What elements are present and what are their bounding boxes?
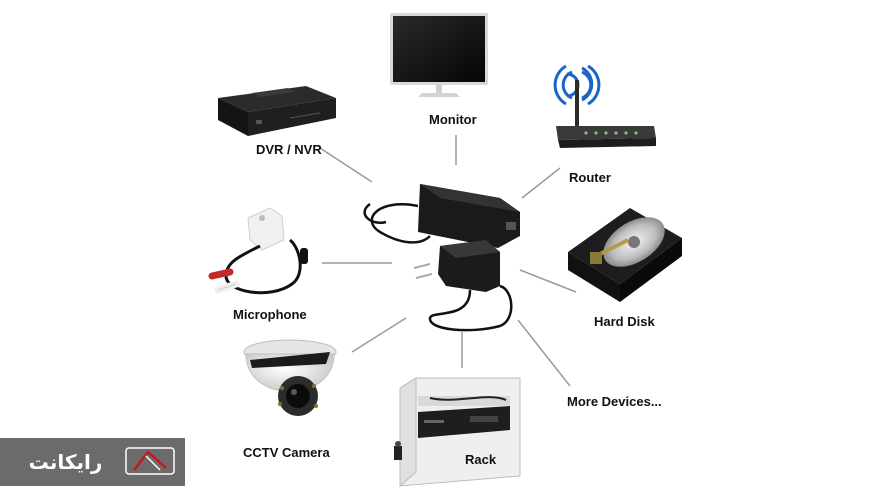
power-adapter-small-icon: [413, 240, 513, 332]
line-to-router: [521, 167, 561, 199]
label-microphone: Microphone: [233, 307, 307, 322]
logo-mark-icon: [125, 447, 175, 475]
label-hard-disk: Hard Disk: [594, 314, 655, 329]
hard-disk-icon: [568, 208, 682, 302]
line-to-cctv: [351, 317, 407, 353]
line-to-hard-disk: [519, 269, 577, 293]
connector-lines: [319, 135, 577, 387]
label-rack: Rack: [465, 452, 497, 467]
label-more-devices: More Devices...: [567, 394, 662, 409]
router-icon: [553, 64, 656, 148]
raykanet-logo: رایکانت: [0, 438, 185, 486]
label-router: Router: [569, 170, 611, 185]
line-to-more-devices: [517, 319, 571, 387]
dvr-nvr-icon: [218, 86, 336, 136]
microphone-icon: [208, 207, 308, 295]
cctv-camera-icon: [243, 339, 337, 416]
monitor-icon: [390, 13, 488, 97]
label-dvr-nvr: DVR / NVR: [256, 142, 322, 157]
power-adapter-large-icon: [363, 184, 520, 248]
logo-text: رایکانت: [28, 450, 103, 474]
label-cctv-camera: CCTV Camera: [243, 445, 330, 460]
rack-icon: [394, 377, 521, 488]
label-monitor: Monitor: [429, 112, 477, 127]
line-to-dvr: [319, 147, 373, 183]
